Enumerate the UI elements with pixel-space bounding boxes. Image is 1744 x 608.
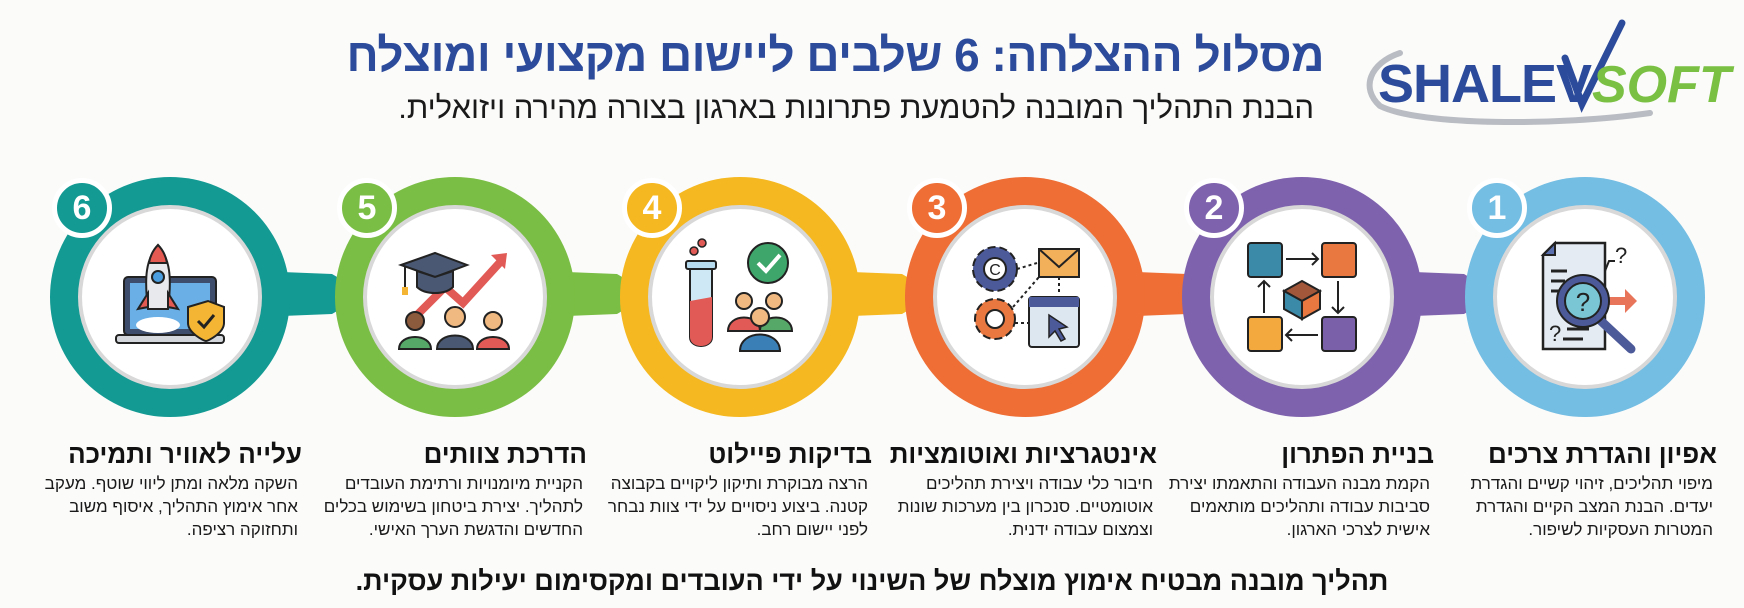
step-number-badge: 3 [907,178,967,238]
svg-text:SOFT: SOFT [1592,56,1735,114]
step-text: אינטגרציות ואוטומציות חיבור כלי עבודה וי… [887,438,1157,541]
svg-text:?: ? [1576,287,1590,317]
step-title: הדרכת צוותים [423,439,587,469]
step-text: בדיקות פיילוט הרצה מבוקרת ותיקון ליקויים… [602,438,872,541]
svg-text:C: C [989,262,1001,279]
step-number-badge: 4 [622,178,682,238]
step-number-badge: 5 [337,178,397,238]
step-description: הרצה מבוקרת ותיקון ליקויים בקבוצה קטנה. … [607,474,868,539]
step-description: חיבור כלי עבודה ויצירת תהליכים אוטומטיים… [897,474,1153,539]
step-icon-circle [933,205,1117,389]
footer-tagline: תהליך מובנה מבטיח אימוץ מוצלח של השינוי … [355,566,1389,596]
step-number-badge: 6 [52,178,112,238]
page-subtitle: הבנת התהליך המובנה להטמעת פתרונות בארגון… [398,90,1314,125]
step-number-badge: 1 [1467,178,1527,238]
step-title: אינטגרציות ואוטומציות [889,439,1157,469]
gears-automation-icon: C [965,237,1085,357]
graduation-growth-icon [395,237,515,357]
step-number-badge: 2 [1184,178,1244,238]
svg-text:?: ? [1615,243,1627,268]
step-title: עלייה לאוויר ותמיכה [68,439,302,469]
shalevsoft-logo: SHALEV SOFT [1360,18,1740,133]
step-description: מיפוי תהליכים, זיהוי קשיים והגדרת יעדים.… [1470,474,1713,539]
logo-icon: SHALEV SOFT [1366,19,1735,125]
step-description: הקמת מבנה העבודה והתאמתו יצירת סביבות עב… [1168,474,1430,539]
rocket-launch-icon [110,237,230,357]
step-title: בניית הפתרון [1281,439,1434,469]
test-tube-team-icon [680,237,800,357]
step-text: הדרכת צוותים הקניית מיומנויות ורתימת העו… [317,438,587,541]
svg-text:SHALEV: SHALEV [1378,54,1592,114]
step-text: אפיון והגדרת צרכים מיפוי תהליכים, זיהוי … [1447,438,1717,541]
step-description: הקניית מיומנויות ורתימת העובדים לתהליך. … [323,474,583,539]
step-text: עלייה לאוויר ותמיכה השקה מלאה ומתן ליווי… [32,438,302,541]
puzzle-cube-icon [1242,237,1362,357]
svg-text:?: ? [1549,321,1561,346]
page-title: מסלול ההצלחה: 6 שלבים ליישום מקצועי ומוצ… [346,29,1324,81]
step-title: אפיון והגדרת צרכים [1487,439,1717,469]
document-magnifier-icon: ? ? ? [1525,237,1645,357]
step-description: השקה מלאה ומתן ליווי שוטף. מעקב אחר אימו… [44,474,298,539]
step-text: בניית הפתרון הקמת מבנה העבודה והתאמתו יצ… [1164,438,1434,541]
step-title: בדיקות פיילוט [708,439,872,469]
